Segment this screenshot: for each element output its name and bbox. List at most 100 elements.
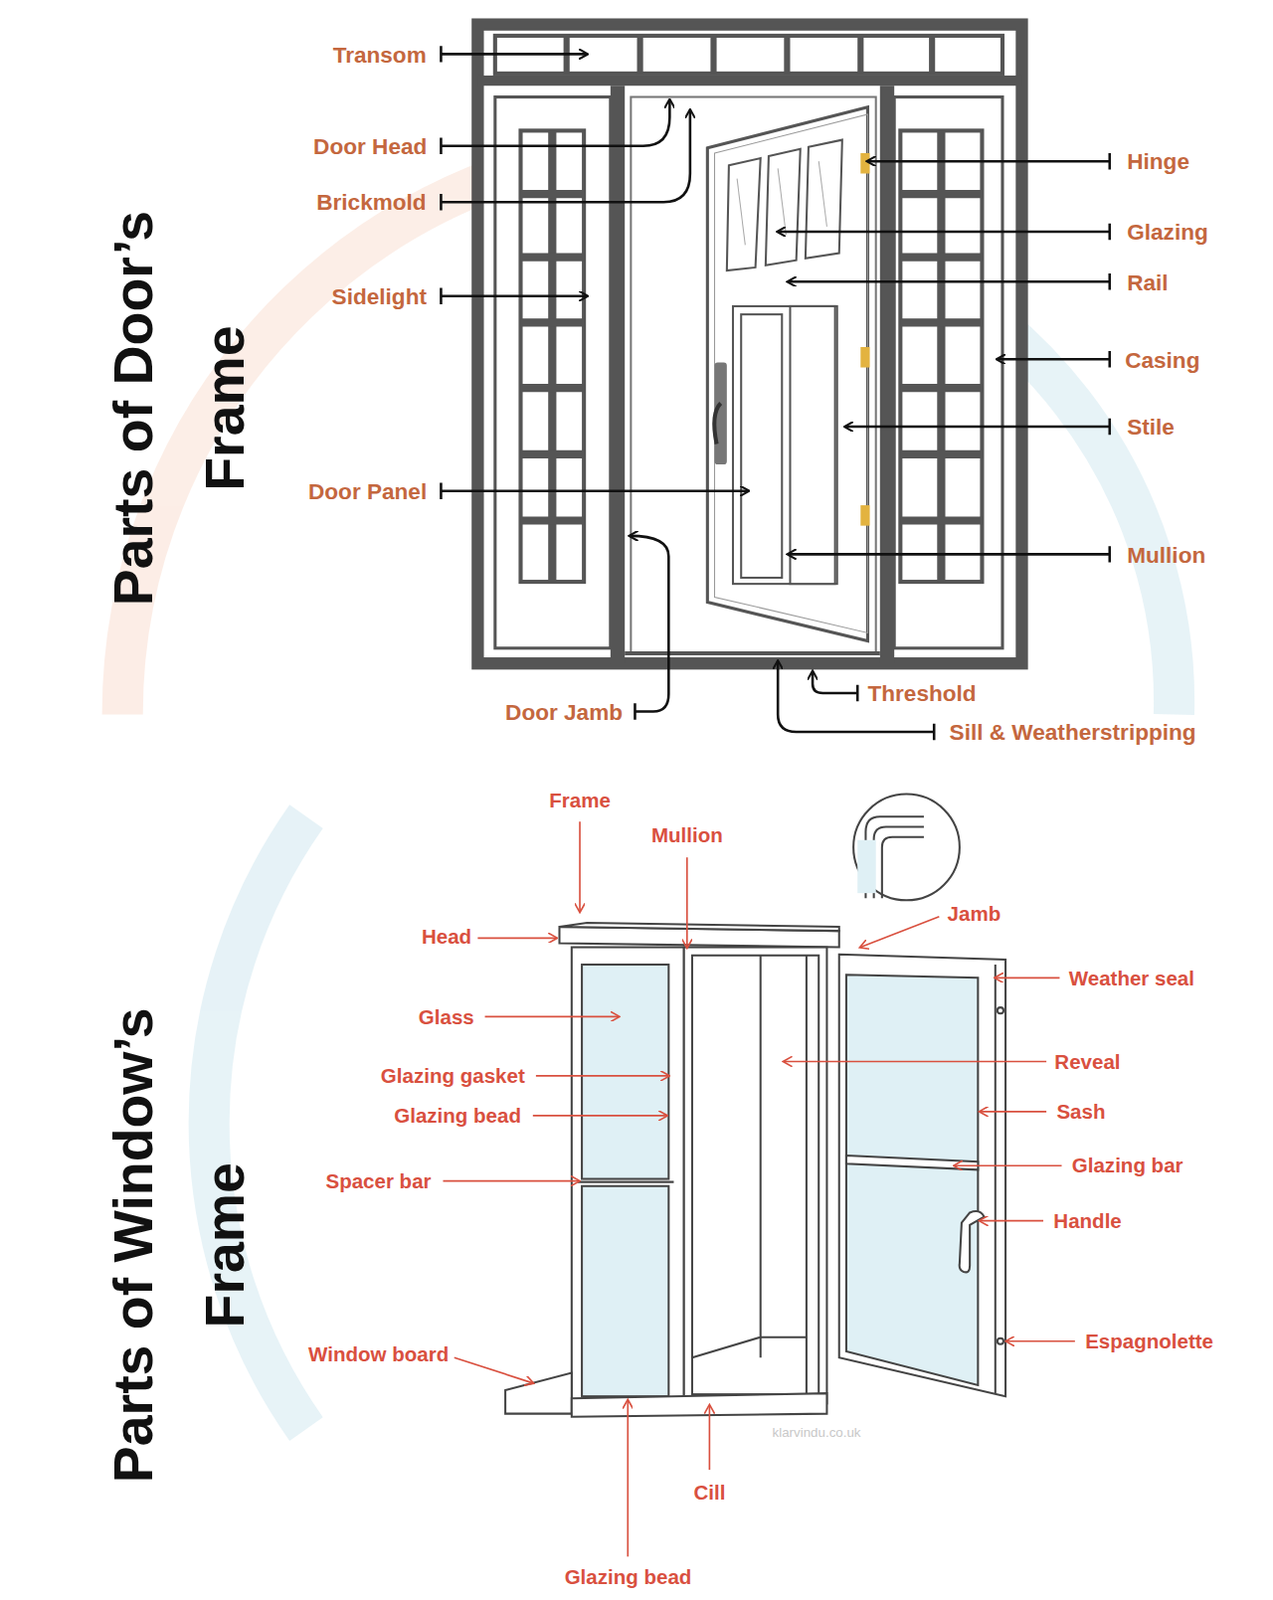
- leader-arrow-part: [626, 1400, 629, 1557]
- door-illustration-part: [715, 362, 728, 465]
- door-illustration-part-part: [900, 189, 982, 198]
- part-label: Transom: [333, 41, 427, 68]
- frame-title: Parts of Window’s Frame: [86, 928, 271, 1562]
- part-label: Reveal: [1054, 1050, 1120, 1075]
- part-label: Mullion: [651, 823, 724, 848]
- part-label: Handle: [1053, 1209, 1121, 1234]
- door-illustration-part: [860, 153, 870, 175]
- leader-line-part: [867, 153, 1109, 170]
- door-illustration-part-part: [805, 140, 843, 259]
- leader-line-part: [777, 223, 1110, 240]
- window-illustration-part: [692, 1337, 807, 1359]
- leader-arrow-part: [533, 1114, 667, 1117]
- part-label: Glazing: [1126, 218, 1209, 245]
- leader-arrow-part: [995, 977, 1061, 980]
- part-label: Threshold: [867, 680, 976, 707]
- door-illustration-part-part: [727, 158, 761, 271]
- leader-line-part: [787, 273, 1109, 290]
- leader-arrow-part: [442, 1180, 579, 1183]
- door-illustration-part: [520, 130, 584, 582]
- window-illustration-part: [571, 947, 685, 1405]
- part-label: Casing: [1124, 346, 1200, 372]
- part-label: Door Head: [313, 133, 427, 160]
- door-illustration-part-part: [520, 253, 584, 262]
- window-illustration-part: [505, 1373, 572, 1415]
- door-illustration-part-part: [520, 450, 584, 459]
- part-label: Glazing gasket: [380, 1064, 526, 1089]
- part-label: Mullion: [1126, 542, 1206, 568]
- door-illustration-part: [727, 140, 843, 585]
- door-illustration-part-part: [710, 35, 717, 74]
- door-illustration-part: [624, 651, 881, 656]
- door-illustration-part-part: [740, 314, 782, 578]
- leader-line-part: [440, 45, 587, 62]
- part-label: Frame: [548, 788, 611, 813]
- door-illustration-part-part: [520, 383, 584, 392]
- window-illustration-part: [577, 1181, 674, 1184]
- window-illustration-part: [857, 840, 876, 894]
- window-illustration-part: [997, 1338, 1004, 1345]
- part-label: Espagnolette: [1085, 1329, 1214, 1354]
- window-illustration-part: [846, 974, 978, 1386]
- frame-title: Parts of Door’s Frame: [86, 143, 271, 675]
- window-illustration-part: [692, 955, 819, 1395]
- part-label: Glass: [418, 1005, 475, 1030]
- leader-arrow-part: [1006, 1340, 1076, 1343]
- door-illustration-part: [495, 97, 611, 649]
- leader-arrow-part: [979, 1220, 1044, 1223]
- door-illustration-part: [477, 24, 1022, 665]
- leader-line-part: [440, 110, 690, 211]
- leader-arrow-part: [477, 936, 556, 939]
- door-illustration-part-part: [520, 189, 584, 198]
- part-label: Glazing bar: [1072, 1153, 1184, 1178]
- door-illustration-part: [610, 85, 625, 664]
- part-label: Brickmold: [316, 188, 426, 215]
- leader-line-part: [440, 483, 748, 500]
- leader-arrow-part: [954, 1164, 1063, 1167]
- door-illustration-part-part: [900, 318, 982, 327]
- part-label: Jamb: [947, 902, 1002, 926]
- leader-line-part: [997, 351, 1110, 367]
- door-illustration-part-part: [936, 130, 945, 582]
- window-illustration-part: [581, 1186, 669, 1397]
- part-label: Glazing bead: [393, 1103, 522, 1128]
- door-illustration-part-part: [857, 35, 864, 74]
- leader-line-part: [787, 545, 1109, 562]
- window-illustration-part: [997, 1007, 1004, 1014]
- leader-arrow-part: [536, 1075, 669, 1078]
- part-label: Door Panel: [308, 478, 427, 505]
- part-label: Glazing bead: [564, 1565, 693, 1590]
- part-label: Stile: [1126, 413, 1175, 440]
- window-illustration-part: [839, 954, 1006, 1397]
- window-illustration-part: [846, 1155, 978, 1170]
- door-illustration-part: [566, 35, 932, 74]
- leader-line-part: [629, 536, 669, 721]
- part-label: Door Jamb: [505, 699, 623, 726]
- leader-arrow-part: [686, 857, 689, 947]
- leader-arrow-part: [578, 821, 581, 911]
- watermark: klarvindu.co.uk: [772, 1425, 862, 1441]
- leader-arrow-part: [709, 1405, 712, 1470]
- window-illustration-part: [853, 794, 960, 902]
- background-decoration-part: [208, 816, 307, 1430]
- door-illustration-part-part: [736, 179, 745, 246]
- leader-arrow-part: [485, 1016, 619, 1019]
- door-illustration-part: [900, 130, 982, 582]
- leader-arrow-part: [860, 916, 939, 948]
- door-illustration-part: [900, 130, 982, 582]
- part-label: Hinge: [1126, 148, 1190, 175]
- window-illustration-part: [994, 964, 997, 1394]
- door-illustration-part-part: [765, 149, 801, 266]
- part-label: Window board: [308, 1342, 449, 1367]
- window-illustration-part: [759, 955, 762, 1358]
- door-illustration-part-part: [637, 35, 644, 74]
- door-illustration-part: [860, 347, 870, 368]
- leader-arrow-part: [783, 1061, 1047, 1064]
- door-illustration-part-part: [789, 306, 835, 584]
- part-label: Weather seal: [1069, 966, 1195, 991]
- door-illustration-part-part: [520, 516, 584, 525]
- door-illustration-part: [707, 107, 868, 642]
- door-illustration-part: [894, 97, 1003, 649]
- part-label: Sash: [1056, 1099, 1105, 1124]
